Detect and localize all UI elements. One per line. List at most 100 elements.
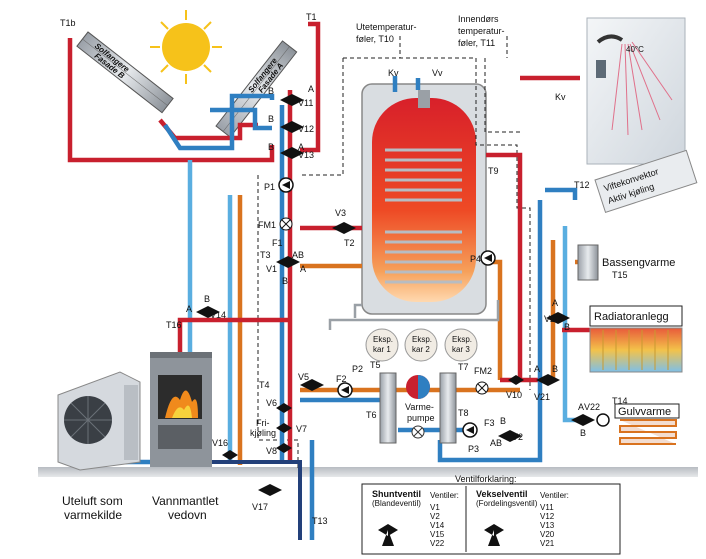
port-a-v1: A — [300, 264, 306, 274]
valve-v6: V6 — [266, 398, 277, 408]
water-kv2: Kv — [555, 92, 566, 102]
sensor-t8: T8 — [458, 408, 469, 418]
f1-label: F1 — [272, 238, 283, 248]
pump-p22 — [596, 413, 610, 427]
sensor-t5: T5 — [370, 360, 381, 370]
frikjoling-line2: kjøling — [250, 428, 276, 438]
frikjoling-line1: Fri- — [256, 418, 270, 428]
valve-v16: V16 — [212, 438, 228, 448]
legend-shunt-v1: V1 — [430, 503, 440, 512]
valve-legend: Ventilforklaring: Shuntventil (Blandeven… — [361, 474, 621, 555]
sensor-t6: T6 — [366, 410, 377, 420]
valve-v17: V17 — [252, 502, 268, 512]
consumers: Viftekonvektor Aktiv kjøling Bassengvarm… — [577, 149, 698, 445]
port-ab-v1: AB — [292, 250, 304, 260]
port-a-v14: A — [186, 304, 192, 314]
sensor-t9: T9 — [488, 166, 499, 176]
legend-shunt-v14: V14 — [430, 521, 445, 530]
legend-split-v21: V21 — [540, 539, 555, 548]
legend-shunt-v15: V15 — [430, 530, 445, 539]
sensor-t1b: T1b — [60, 18, 76, 28]
port-ab-v2: AB — [490, 438, 502, 448]
eksp2-line2: kar 2 — [412, 345, 430, 354]
port-b-v11: B — [268, 86, 274, 96]
port-b-v21: B — [552, 364, 558, 374]
pump-p1-label: P1 — [264, 182, 275, 192]
indoor-sensor-line3: føler, T11 — [458, 38, 495, 48]
pump-p2-label: P2 — [352, 364, 363, 374]
air-heat-pump — [57, 371, 141, 471]
fm2-label: FM2 — [474, 366, 492, 376]
indoor-sensor-line2: temperatur- — [458, 26, 505, 36]
legend-split-v12: V12 — [540, 512, 555, 521]
heatpump-line1: Varme- — [405, 402, 434, 412]
stove-line2: vedovn — [168, 508, 207, 522]
radiator-label: Radiatoranlegg — [594, 311, 669, 323]
heatpump-line2: pumpe — [407, 413, 435, 423]
legend-shunt-valves-label: Ventiler: — [430, 491, 459, 500]
f2-label: F2 — [336, 374, 347, 384]
port-b-v12: B — [268, 114, 274, 124]
legend-shunt-v22: V22 — [430, 539, 445, 548]
solar-pipes — [67, 21, 321, 163]
sensor-t7: T7 — [458, 362, 469, 372]
solar-collector-b: Solfangere Fasade B — [76, 31, 174, 114]
pump-p3-label: P3 — [468, 444, 479, 454]
port-b-v13: B — [268, 142, 274, 152]
sensor-t3: T3 — [260, 250, 271, 260]
pump-p4 — [480, 250, 496, 266]
labels: T1b T1 Utetemperatur- føler, T10 Innendø… — [60, 12, 628, 526]
pump-p4-label: P4 — [470, 254, 481, 264]
shower-panel: 40°C — [586, 17, 686, 165]
legend-split-v11: V11 — [540, 503, 554, 512]
sensor-t12: T12 — [574, 180, 590, 190]
port-a-v11: A — [308, 84, 314, 94]
valve-v20: V20 — [544, 314, 560, 324]
port-b-v2: B — [500, 416, 506, 426]
valve-v2: V2 — [512, 432, 523, 442]
eksp3-line1: Eksp. — [452, 335, 472, 344]
sensor-t16: T16 — [166, 320, 182, 330]
water-kv1: Kv — [388, 68, 399, 78]
eksp3-line2: kar 3 — [452, 345, 470, 354]
outdoor-air-line2: varmekilde — [64, 508, 122, 522]
legend-shunt-sub: (Blandeventil) — [372, 499, 421, 508]
pump-p3 — [462, 422, 478, 438]
flowmeter-fm2 — [475, 381, 489, 395]
f3-label: F3 — [484, 418, 495, 428]
sun-icon — [150, 10, 222, 84]
pool-label: Bassengvarme — [602, 257, 675, 269]
legend-title: Ventilforklaring: — [455, 474, 517, 484]
pump-p2 — [337, 382, 353, 398]
legend-split-valves-label: Ventiler: — [540, 491, 569, 500]
boundary-lines — [257, 36, 531, 470]
indoor-sensor-line1: Innendørs — [458, 14, 499, 24]
valve-v22: V22 — [584, 402, 600, 412]
valve-v1: V1 — [266, 264, 277, 274]
valve-v3: V3 — [335, 208, 346, 218]
valve-v11: V11 — [298, 98, 313, 108]
valve-symbols — [196, 94, 595, 496]
valve-v7: V7 — [296, 424, 307, 434]
sensor-t14: T14 — [612, 396, 628, 406]
legend-split-v20: V20 — [540, 530, 555, 539]
hot-water-tank — [361, 83, 487, 315]
water-vv: Vv — [432, 68, 443, 78]
fm1-label: FM1 — [258, 220, 276, 230]
flowmeter-fm1 — [279, 217, 293, 231]
outdoor-air-line1: Uteluft som — [62, 494, 123, 508]
ground — [38, 467, 698, 477]
stove-line1: Vannmantlet — [152, 494, 219, 508]
valve-v13: V13 — [298, 150, 314, 160]
sensor-t1: T1 — [306, 12, 317, 22]
wood-stove — [150, 352, 212, 467]
valve-v10: V10 — [506, 390, 522, 400]
legend-split-title: Vekselventil — [476, 489, 528, 499]
port-a-v22: A — [578, 402, 584, 412]
eksp1-line1: Eksp. — [373, 335, 393, 344]
port-b-v1: B — [282, 276, 288, 286]
eksp2-line1: Eksp. — [412, 335, 432, 344]
port-b-v20: B — [564, 322, 570, 332]
sensor-t2: T2 — [344, 238, 355, 248]
sensor-t4: T4 — [259, 380, 270, 390]
